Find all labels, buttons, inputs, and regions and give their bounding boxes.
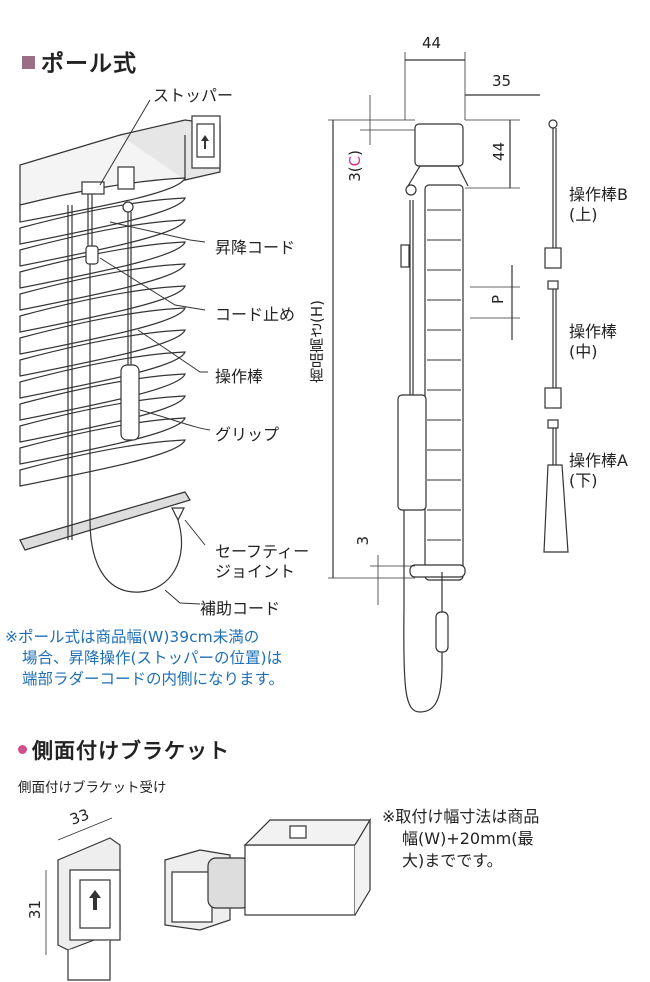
label-lift-cord: 昇降コード: [215, 238, 296, 257]
dim-c: 3(C): [346, 150, 364, 182]
wand-parts: [543, 119, 569, 553]
bracket-sub: 側面付けブラケット受け: [18, 780, 167, 796]
slat: [19, 285, 186, 333]
slat: [19, 241, 186, 289]
wand-m-label: 操作棒: [569, 322, 618, 341]
dim-width-top: 44: [422, 34, 442, 52]
square-bullet-icon: [22, 56, 35, 69]
wand-m-sub: (中): [569, 342, 598, 361]
slat: [19, 177, 186, 223]
slat: [19, 263, 186, 311]
slat: [19, 417, 186, 465]
side-grip: [397, 394, 427, 511]
section-title-text: 側面付けブラケット: [32, 739, 230, 763]
wand-b-sub: (上): [569, 205, 598, 224]
pole-note-line: ※ポール式は商品幅(W)39cm未満の: [5, 628, 260, 646]
slat: [19, 351, 186, 399]
dim-c-prefix: 3(: [346, 166, 364, 182]
head-box: [414, 123, 464, 167]
slat: [19, 307, 186, 355]
label-safety-joint-2: ジョイント: [215, 562, 296, 581]
dim-head-height: 44: [490, 142, 508, 162]
label-grip: グリップ: [215, 425, 280, 444]
round-bullet-icon: [18, 745, 27, 754]
pole-note-line: 端部ラダーコードの内側になります。: [22, 670, 284, 688]
slat-stack: [424, 184, 464, 581]
slat: [19, 439, 186, 487]
dim-depth: 35: [492, 72, 512, 90]
cord-stop: [85, 245, 99, 265]
bracket-note-line: ※取付け幅寸法は商品: [382, 807, 540, 826]
pole-note: ※ポール式は商品幅(W)39cm未満の 場合、昇降操作(ストッパーの位置)は 端…: [5, 627, 345, 690]
side-view: [328, 52, 540, 713]
label-aux-cord: 補助コード: [200, 599, 281, 618]
dim-bottom: 3: [354, 536, 372, 546]
wand-grip: [120, 364, 140, 441]
blind-illustration: [19, 99, 221, 605]
dim-c-suffix: ): [346, 150, 364, 156]
slat: [19, 395, 186, 443]
stopper: [81, 181, 105, 195]
section-title-pole: ポール式: [22, 44, 137, 78]
bracket-drawings: [45, 817, 372, 981]
slat: [19, 219, 186, 267]
dim-bracket-height: 31: [26, 900, 44, 920]
arrow-up-icon: [201, 135, 209, 149]
pole-note-line: 場合、昇降操作(ストッパーの位置)は: [22, 649, 283, 667]
label-wand: 操作棒: [215, 367, 264, 386]
wand-a-label: 操作棒A: [569, 451, 628, 470]
section-title-text: ポール式: [41, 51, 137, 77]
bracket-note-line: 大)までです。: [402, 851, 503, 870]
slat: [19, 329, 186, 377]
slat: [19, 373, 186, 421]
bracket-note-line: 幅(W)+20mm(最: [402, 829, 534, 848]
section-title-bracket: 側面付けブラケット: [18, 735, 230, 765]
wand-b-label: 操作棒B: [569, 185, 628, 204]
slat: [19, 197, 186, 245]
dim-pitch: P: [489, 295, 507, 305]
label-cord-stop: コード止め: [215, 305, 296, 324]
dim-c-letter: C: [346, 155, 364, 167]
wand-a-sub: (下): [569, 471, 598, 490]
arrow-up-icon: [89, 890, 101, 910]
label-stopper: ストッパー: [153, 86, 234, 105]
dim-height: 商品高さ(H): [308, 300, 326, 383]
label-safety-joint-1: セーフティー: [215, 542, 310, 561]
bottom-rail: [19, 491, 191, 551]
bracket-note: ※取付け幅寸法は商品 幅(W)+20mm(最 大)までです。: [382, 806, 642, 872]
